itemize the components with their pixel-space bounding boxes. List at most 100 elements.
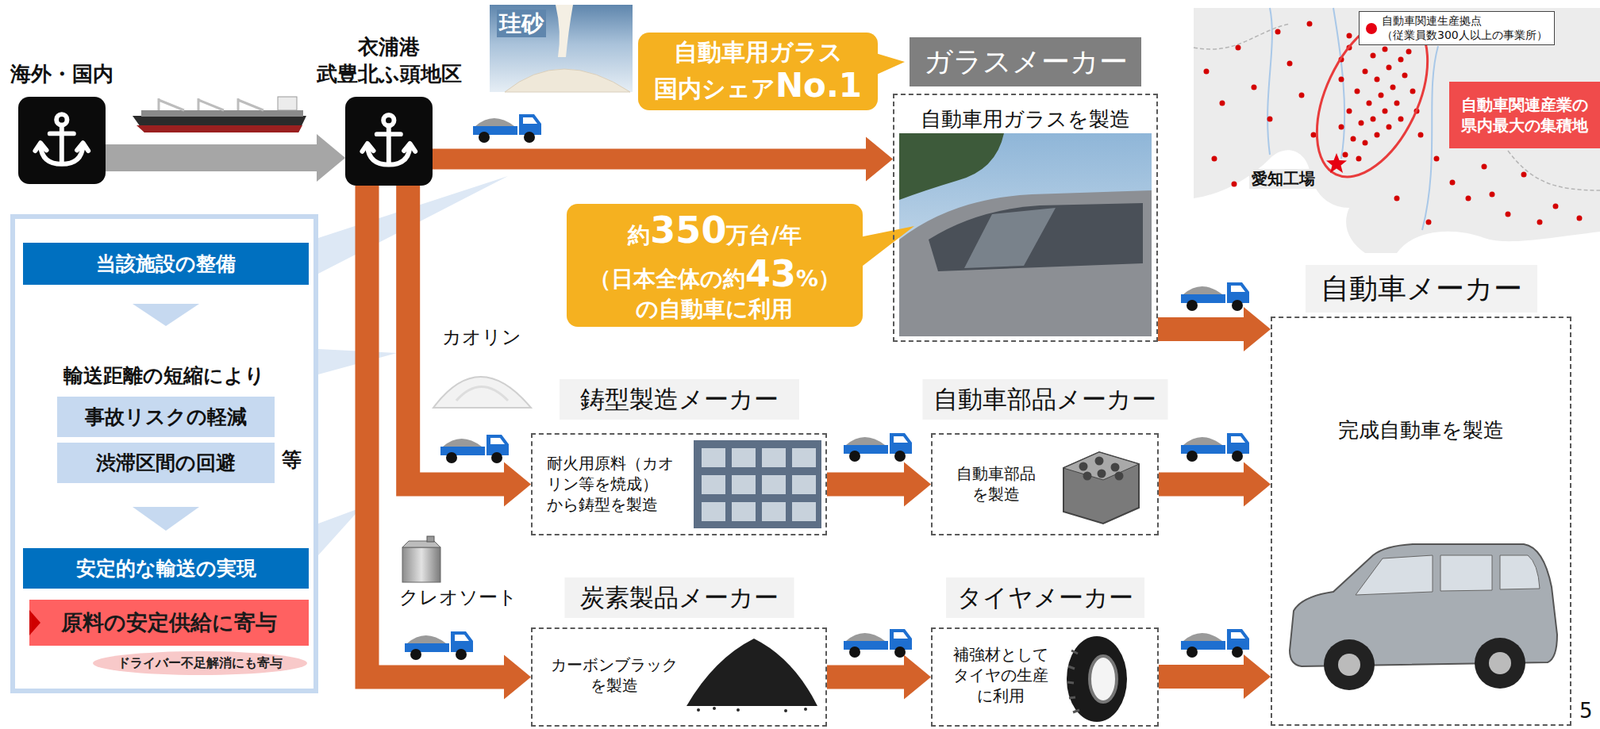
legend-row: 自動車関連生産拠点 （従業員数300人以上の事業所）	[1365, 14, 1548, 43]
map-sea	[1396, 231, 1600, 254]
engine-top	[1063, 452, 1139, 481]
text-run: %）	[796, 265, 841, 293]
text-line: に利用	[953, 685, 1049, 707]
callout-bubble: 自動車用ガラス 国内シェアNo.1	[638, 32, 878, 111]
engine-cylinders	[1083, 461, 1120, 477]
truck-icon	[843, 433, 912, 462]
truck-icon	[440, 434, 509, 464]
flow-arrow	[1157, 317, 1245, 342]
maker-heading: タイヤメーカー	[946, 577, 1145, 619]
panel-text: 等	[281, 447, 309, 473]
step-bar: 安定的な輸送の実現	[23, 548, 309, 589]
callout-wedge	[318, 507, 362, 556]
callout-text: 約350万台/年 （日本全体の約43%） の自動車に利用	[588, 208, 841, 324]
down-triangle	[132, 507, 200, 531]
maker-box: 自動車部品メーカー自動車部品 を製造	[930, 433, 1159, 536]
connector-group	[407, 185, 531, 508]
flow-arrow	[105, 144, 318, 172]
text-line: （日本全体の約43%）	[588, 252, 841, 297]
maker-box: 炭素製品メーカーカーボンブラック を製造	[530, 627, 827, 727]
connector-group	[367, 185, 532, 700]
arrow-head	[1243, 307, 1271, 352]
truck-icon	[473, 114, 542, 143]
text-line: 事故リスクの軽減	[84, 404, 247, 430]
anchor-symbol	[28, 107, 96, 174]
effect-text: 事故リスクの軽減	[84, 404, 247, 430]
text-line: クレオソート	[399, 585, 518, 610]
map-legend: 自動車関連生産拠点 （従業員数300人以上の事業所）	[1358, 11, 1555, 46]
text-line: リン等を焼成）	[546, 473, 674, 495]
car-wheel	[1323, 639, 1375, 691]
callout-tail	[873, 52, 905, 77]
connector-group	[826, 655, 931, 700]
text-line: 国内シェアNo.1	[653, 65, 862, 104]
port-heading: 海外・国内	[10, 60, 114, 88]
maker-box: ガラスメーカー自動車用ガラスを製造	[892, 93, 1158, 343]
text-run: 43	[745, 252, 797, 296]
truck-icon	[1180, 629, 1250, 658]
maker-text: 補強材として タイヤの生産 に利用	[953, 644, 1049, 707]
text-line: の自動車に利用	[588, 296, 841, 324]
port-icon: 海外・国内	[18, 96, 106, 185]
tire-rim	[1089, 656, 1117, 703]
maker-text: 自動車部品 を製造	[956, 463, 1036, 505]
effect-panel: 輸送距離の短縮により等当該施設の整備事故リスクの軽減渋滞区間の回避安定的な輸送の…	[10, 214, 319, 694]
photo-reflection	[964, 207, 1056, 269]
sand-stream	[555, 4, 574, 58]
text-run: 約	[627, 222, 650, 249]
text-line: 完成自動車を製造	[1338, 417, 1504, 444]
callout-text: 自動車用ガラス 国内シェアNo.1	[653, 38, 862, 105]
text-line: カオリン	[442, 325, 522, 350]
note-ellipse: ドライバー不足解消にも寄与	[92, 651, 308, 676]
connector-group	[105, 134, 346, 182]
text-line: 自動車用ガラスを製造	[920, 106, 1131, 133]
text-line: 自動車部品	[956, 463, 1036, 485]
kaolin-shade	[456, 387, 508, 402]
text-line: 5	[1579, 698, 1593, 725]
note-text: ドライバー不足解消にも寄与	[117, 655, 283, 672]
kaolin-powder	[433, 376, 531, 408]
sand-photo	[489, 4, 633, 93]
text-line: ドライバー不足解消にも寄与	[117, 655, 283, 672]
truck-icon	[404, 631, 474, 661]
ship-deck	[141, 110, 304, 117]
text-line: タイヤメーカー	[957, 577, 1134, 619]
port-icon: 衣浦港 武豊北ふ頭地区	[345, 96, 433, 186]
maker-box: タイヤメーカー補強材として タイヤの生産 に利用	[930, 627, 1159, 727]
text-line: 当該施設の整備	[96, 251, 236, 277]
map-land	[1193, 7, 1600, 254]
text-line: 自動車関連生産拠点	[1381, 14, 1548, 29]
text-run: No.1	[775, 65, 862, 104]
connector-group	[1158, 462, 1271, 508]
tire-tread	[1067, 650, 1080, 713]
legend-text: 自動車関連生産拠点 （従業員数300人以上の事業所）	[1381, 14, 1548, 43]
map-sea	[1193, 150, 1366, 254]
flow-arrow	[1158, 665, 1245, 689]
map-label: 愛知工場	[1249, 169, 1318, 189]
truck-icon	[1180, 282, 1250, 312]
text-line: 珪砂	[499, 9, 544, 38]
car-windows	[1355, 555, 1540, 596]
callout-bubble: 約350万台/年 （日本全体の約43%） の自動車に利用	[566, 203, 863, 328]
text-line: 愛知工場	[1251, 169, 1316, 189]
result-text: 原料の安定供給に寄与	[61, 609, 277, 637]
arrow-head	[503, 462, 531, 508]
can-lid	[402, 541, 441, 548]
arrow-head	[503, 655, 531, 700]
anchor-shape	[35, 125, 89, 165]
text-line: カーボンブラック	[550, 654, 678, 676]
maker-heading: ガラスメーカー	[909, 37, 1142, 87]
arrow-head	[865, 136, 893, 181]
connector-group	[826, 462, 931, 508]
text-run: 国内シェア	[653, 73, 776, 102]
step-text: 安定的な輸送の実現	[76, 556, 257, 581]
text-line: 自動車メーカー	[1316, 265, 1527, 313]
text-line: 海外・国内	[10, 60, 114, 88]
text-run: 万台/年	[726, 222, 801, 249]
maker-heading: 自動車部品メーカー	[922, 379, 1168, 420]
maker-text: 完成自動車を製造	[1338, 417, 1504, 444]
step-text: 当該施設の整備	[96, 251, 236, 277]
effect-box: 渋滞区間の回避	[57, 442, 275, 484]
maker-box: 自動車メーカー完成自動車を製造	[1270, 316, 1572, 727]
material-label: クレオソート	[399, 585, 518, 610]
